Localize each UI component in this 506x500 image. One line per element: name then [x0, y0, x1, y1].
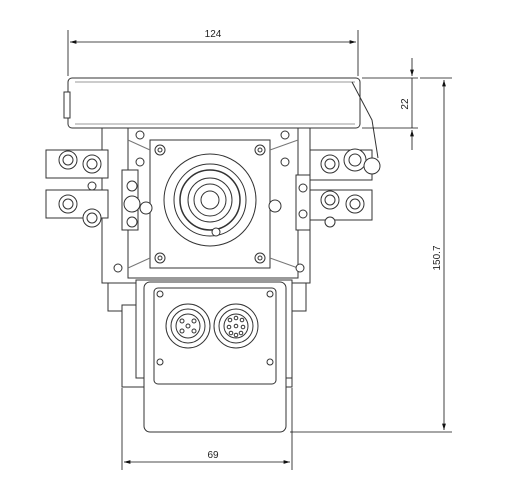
flange-screws	[113, 130, 305, 273]
dimension-top-width	[67, 30, 359, 76]
dimension-right-small	[362, 58, 418, 150]
dimension-right-small-label: 22	[400, 98, 411, 110]
connector-left-icon	[165, 303, 211, 349]
connector-right-icon	[213, 303, 259, 349]
dimension-right-total-label: 150.7	[432, 245, 443, 270]
dimension-bottom-width	[121, 388, 293, 470]
central-bearing	[163, 153, 257, 247]
dimension-top-width-label: 124	[205, 29, 222, 40]
dimension-bottom-width-label: 69	[207, 450, 219, 461]
connector-housing	[107, 279, 307, 433]
top-housing	[63, 77, 379, 159]
dimension-right-total	[290, 77, 452, 433]
left-fittings	[45, 149, 153, 231]
right-fittings	[268, 148, 381, 231]
